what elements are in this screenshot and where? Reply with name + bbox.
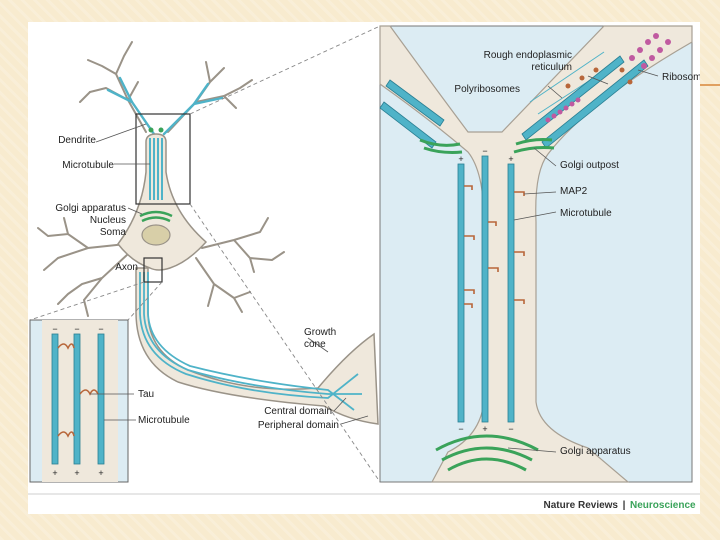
label-growth-cone-1: Growth [304,327,336,338]
left-labels: Dendrite Microtubule Golgi apparatus Nuc… [55,135,339,431]
dendrite-branch-shape [379,25,693,483]
svg-text:−: − [74,324,79,334]
label-nucleus: Nucleus [90,215,126,226]
svg-text:−: − [508,424,513,434]
inset-labels: Tau Microtubule [138,389,190,426]
upper-dendrites [79,41,253,133]
svg-text:+: + [482,424,487,434]
label-peripheral-domain: Peripheral domain [258,420,339,431]
axon-inset-polarity: − − − + + + [52,324,103,478]
soma-body [117,133,208,271]
axon-microtubules [139,272,362,411]
label-rough-er-2: reticulum [531,62,572,73]
neuron-overview: Dendrite Microtubule Golgi apparatus Nuc… [29,25,381,483]
dendrite-microtubules-main [457,155,515,423]
label-tau: Tau [138,389,154,400]
svg-text:−: − [52,324,57,334]
figure-panel: Dendrite Microtubule Golgi apparatus Nuc… [28,22,707,514]
label-axon: Axon [115,262,138,273]
left-leaders [95,123,369,425]
svg-text:+: + [458,154,463,164]
neuron-diagram: Dendrite Microtubule Golgi apparatus Nuc… [28,25,707,511]
svg-text:−: − [458,424,463,434]
soma-golgi [139,210,173,223]
label-rough-er-1: Rough endoplasmic [484,50,572,61]
axon-zoom-box [143,257,163,283]
svg-text:+: + [508,154,513,164]
credit-separator: | [623,500,626,511]
slide-accent-line [688,84,720,86]
right-labels: Rough endoplasmic reticulum Polyribosome… [454,50,707,457]
label-ribosome: Ribosome [662,72,700,83]
label-golgi-right: Golgi apparatus [560,446,631,457]
er-dots [565,67,633,89]
axon-inset: − − − + + + Tau Microtubule [29,319,190,483]
label-soma: Soma [100,227,127,238]
svg-text:−: − [98,324,103,334]
lower-dendrites [37,217,285,317]
nucleus [141,224,171,246]
label-microtubule-left: Microtubule [62,160,114,171]
label-dendrite: Dendrite [58,135,96,146]
dendrite-microtubules [106,76,224,136]
svg-text:+: + [74,468,79,478]
label-map2: MAP2 [560,186,588,197]
dendrite-zoom-box [135,113,191,205]
axon-inset-microtubules [51,333,105,465]
svg-text:+: + [52,468,57,478]
label-microtubule-right: Microtubule [560,208,612,219]
svg-text:+: + [98,468,103,478]
svg-text:−: − [482,146,487,156]
credit-publisher: Nature Reviews [544,500,619,511]
label-growth-cone-2: cone [304,339,326,350]
label-polyribosomes: Polyribosomes [454,84,520,95]
inset-leaders [90,393,136,421]
zoom-polarity: + − + − + − [458,146,513,434]
credit-journal: Neuroscience [630,500,696,511]
proximal-microtubules [149,138,163,200]
polyribosomes [545,97,581,123]
label-golgi-left: Golgi apparatus [55,203,126,214]
golgi-outposts-small [148,127,164,133]
label-central-domain: Central domain [264,406,332,417]
credit: Nature Reviews | Neuroscience [544,500,697,511]
map2-proteins [464,185,525,308]
right-leaders [507,69,659,453]
zoom-connectors [29,25,381,483]
dendrite-zoom-panel: + − + − + − Rough endoplasmic reticulum … [379,25,707,483]
label-microtubule-inset: Microtubule [138,415,190,426]
label-golgi-outpost: Golgi outpost [560,160,619,171]
golgi-apparatus-main [435,434,539,472]
ribosomes [629,33,671,69]
